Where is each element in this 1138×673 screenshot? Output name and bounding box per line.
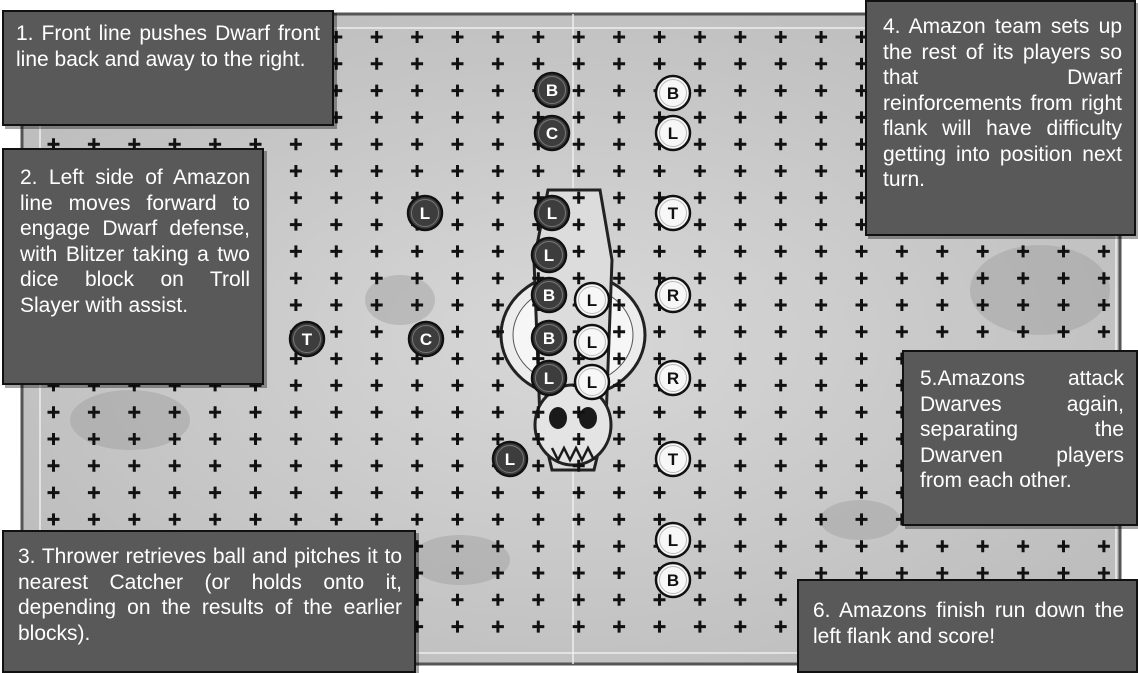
- dwarf-player-token: L: [656, 116, 690, 150]
- player-position-label: L: [668, 531, 678, 550]
- dwarf-player-token: B: [656, 76, 690, 110]
- callout-step-1: 1. Front line pushes Dwarf front line ba…: [2, 10, 334, 126]
- dwarf-player-token: L: [656, 523, 690, 557]
- player-position-label: B: [667, 571, 679, 590]
- amazon-player-token: B: [535, 73, 569, 107]
- amazon-player-token: T: [290, 322, 324, 356]
- amazon-player-token: L: [532, 238, 566, 272]
- amazon-player-token: L: [535, 196, 569, 230]
- dwarf-player-token: T: [656, 196, 690, 230]
- player-position-label: B: [667, 84, 679, 103]
- callout-step-5: 5.Amazons attack Dwarves again, separati…: [902, 350, 1138, 526]
- player-position-label: L: [587, 291, 597, 310]
- dwarf-player-token: L: [575, 365, 609, 399]
- dwarf-player-token: L: [575, 283, 609, 317]
- player-position-label: L: [587, 333, 597, 352]
- player-position-label: L: [505, 450, 515, 469]
- player-position-label: L: [544, 369, 554, 388]
- player-position-label: R: [667, 286, 679, 305]
- player-position-label: B: [543, 286, 555, 305]
- player-position-label: B: [543, 329, 555, 348]
- callout-step-4: 4. Amazon team sets up the rest of its p…: [865, 0, 1136, 236]
- dwarf-player-token: B: [656, 563, 690, 597]
- dwarf-player-token: T: [656, 442, 690, 476]
- player-position-label: L: [544, 246, 554, 265]
- dwarf-player-token: R: [656, 278, 690, 312]
- amazon-player-token: L: [532, 361, 566, 395]
- player-position-label: T: [668, 204, 679, 223]
- player-position-label: R: [667, 369, 679, 388]
- player-position-label: L: [587, 373, 597, 392]
- player-position-label: L: [547, 204, 557, 223]
- callout-step-2: 2. Left side of Amazon line moves forwar…: [2, 148, 264, 385]
- callout-step-6: 6. Amazons finish run down the left flan…: [797, 579, 1138, 673]
- dwarf-player-token: L: [575, 325, 609, 359]
- amazon-player-token: L: [493, 442, 527, 476]
- player-position-label: B: [546, 81, 558, 100]
- callout-step-3: 3. Thrower retrieves ball and pitches it…: [2, 530, 416, 673]
- player-position-label: L: [668, 124, 678, 143]
- player-position-label: C: [420, 330, 432, 349]
- amazon-player-token: B: [532, 278, 566, 312]
- amazon-player-token: C: [535, 116, 569, 150]
- amazon-player-token: L: [408, 196, 442, 230]
- amazon-player-token: C: [409, 322, 443, 356]
- player-position-label: C: [546, 124, 558, 143]
- player-position-label: L: [420, 204, 430, 223]
- amazon-player-token: B: [532, 321, 566, 355]
- dwarf-player-token: R: [656, 361, 690, 395]
- player-position-label: T: [302, 330, 313, 349]
- player-position-label: T: [668, 450, 679, 469]
